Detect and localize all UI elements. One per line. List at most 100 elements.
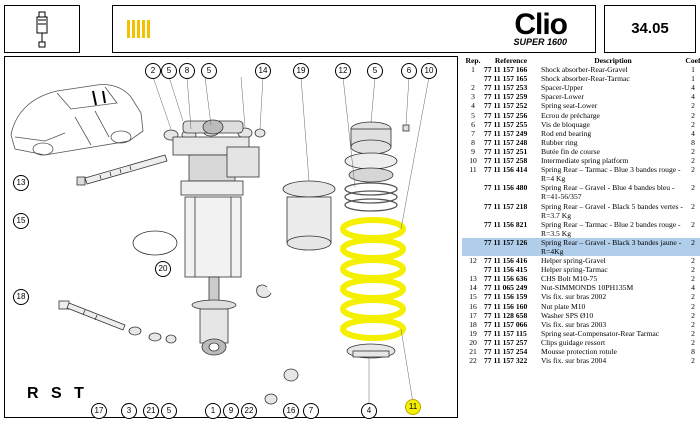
callout-5b: 5 — [201, 63, 217, 79]
part-description: Spring Rear – Gravel - Blue 4 bandes ble… — [541, 183, 675, 202]
part-reference: 77 11 157 249 — [484, 128, 528, 138]
part-rep — [462, 74, 484, 83]
part-reference: 77 11 157 248 — [484, 137, 528, 147]
part-rep: 21 — [469, 347, 477, 356]
part-reference: 77 11 157 255 — [484, 119, 528, 129]
part-rep: 9 — [471, 146, 475, 156]
part-coef: 2 — [691, 256, 695, 266]
car-outline-icon — [10, 84, 144, 156]
part-rep: 11 — [469, 165, 477, 175]
part-coef: 2 — [691, 265, 695, 275]
part-reference: 77 11 156 414 — [484, 165, 528, 175]
part-coef: 1 — [691, 74, 695, 84]
part-description: CHS Bolt M10-75 — [541, 274, 598, 284]
part-description: Helper spring-Tarmac — [541, 265, 608, 275]
part-reference: 77 11 157 126 — [484, 237, 538, 257]
part-rep: 7 — [471, 128, 475, 138]
page-number: 34.05 — [631, 20, 669, 37]
part-coef: 2 — [691, 319, 695, 329]
part-description: Washer SPS Ø10 — [541, 310, 594, 320]
part-description: Vis fix. sur bras 2004 — [541, 356, 607, 366]
part-coef: 2 — [691, 110, 695, 120]
part-description: Spring Rear – Tarmac - Blue 2 bandes rou… — [541, 219, 681, 238]
callout-5d: 5 — [161, 403, 177, 419]
part-coef: 2 — [691, 201, 695, 211]
helper-spring-12 — [344, 182, 398, 212]
callout-17: 17 — [91, 403, 107, 419]
table-row[interactable]: 77 11 156 821 Spring Rear – Tarmac - Blue… — [462, 220, 700, 238]
part-rep: 12 — [469, 256, 477, 266]
part-coef: 2 — [691, 146, 695, 156]
shock-absorber-body — [172, 119, 260, 356]
part-rep: 17 — [469, 310, 477, 320]
part-reference: 77 11 157 253 — [484, 83, 528, 93]
callout-5: 5 — [161, 63, 177, 79]
callout-14: 14 — [255, 63, 271, 79]
callout-21: 21 — [143, 403, 159, 419]
parts-header-row: Rep. Reference Description Coef — [462, 56, 700, 65]
spring-11-yellow — [340, 217, 406, 341]
callout-13: 13 — [13, 175, 29, 191]
table-row[interactable]: 77 11 156 415 Helper spring-Tarmac 2 — [462, 265, 700, 274]
part-coef: 2 — [691, 292, 695, 302]
table-row[interactable]: 22 77 11 157 322 Vis fix. sur bras 2004 2 — [462, 356, 700, 365]
part-rep — [462, 202, 484, 220]
col-reference: Reference — [494, 56, 528, 65]
part-description: Vis de bloquage — [541, 119, 590, 129]
part-reference: 77 11 156 415 — [484, 265, 528, 275]
part-reference: 77 11 156 159 — [484, 292, 528, 302]
part-reference: 77 11 157 066 — [484, 319, 528, 329]
part-reference: 77 11 156 821 — [484, 219, 528, 229]
brand-label: R S T — [27, 385, 88, 402]
part-coef: 4 — [691, 128, 695, 138]
part-coef: 2 — [691, 337, 695, 347]
part-rep: 6 — [471, 119, 475, 129]
part-description: Spring Rear – Gravel - Black 3 bandes ja… — [538, 237, 685, 257]
col-coef: Coef — [685, 56, 700, 65]
part-rep: 15 — [469, 292, 477, 302]
callout-7: 7 — [303, 403, 319, 419]
part-rep: 22 — [469, 356, 477, 366]
part-description: Intermediate spring platform — [541, 156, 629, 166]
part-rep: 18 — [469, 319, 477, 329]
callout-16: 16 — [283, 403, 299, 419]
part-coef: 2 — [691, 356, 695, 366]
table-row[interactable]: 7 77 11 157 249 Rod end bearing 4 — [462, 129, 700, 138]
clip-ring-20-icon — [132, 230, 178, 256]
part-description: Rod end bearing — [541, 128, 592, 138]
part-rep: 16 — [469, 301, 477, 311]
part-reference: 77 11 156 160 — [484, 301, 528, 311]
part-rep — [462, 183, 484, 201]
callout-11: 11 — [405, 399, 421, 415]
part-rep: 20 — [469, 337, 477, 347]
part-reference: 77 11 157 252 — [484, 101, 528, 111]
part-reference: 77 11 157 322 — [484, 356, 528, 366]
part-coef: 2 — [691, 219, 695, 229]
